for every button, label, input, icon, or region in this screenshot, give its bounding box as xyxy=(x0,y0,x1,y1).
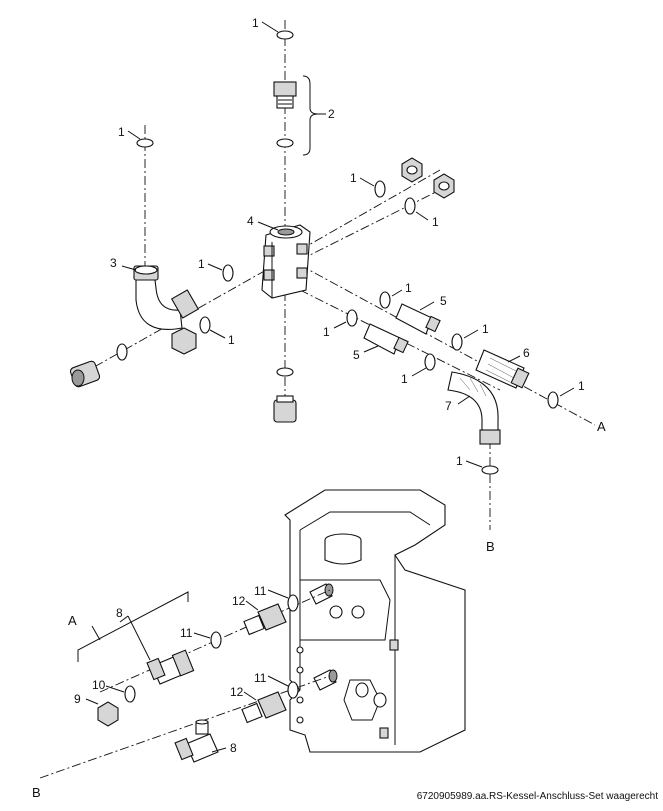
washer-mid-1 xyxy=(379,291,391,309)
part-4-manifold xyxy=(261,224,311,299)
callout-1-mid-a: 1 xyxy=(405,281,412,295)
callout-1-left-top: 1 xyxy=(118,125,125,139)
figure-caption: 6720905989.aa.RS-Kessel-Anschluss-Set wa… xyxy=(417,791,658,802)
callout-11-a: 11 xyxy=(254,584,267,598)
washer-right-end xyxy=(547,391,559,409)
washer-upper xyxy=(276,138,294,148)
callout-12-b: 12 xyxy=(230,685,244,699)
washer-lower xyxy=(276,367,294,377)
callout-5-upper: 5 xyxy=(440,294,447,308)
callout-6: 6 xyxy=(523,346,530,360)
washer-left-top xyxy=(136,138,154,148)
washer-mid-2 xyxy=(346,309,358,327)
callout-12-a: 12 xyxy=(232,594,246,608)
callout-7: 7 xyxy=(445,399,452,413)
callout-11-c: 11 xyxy=(254,671,267,685)
upper-callouts: 1 2 1 1 1 4 1 3 1 1 5 1 1 5 6 1 7 1 1 xyxy=(110,16,585,468)
callout-11-b: 11 xyxy=(180,626,193,640)
boiler-housing xyxy=(284,489,466,753)
washer-b xyxy=(481,465,499,475)
callout-1-mid-d: 1 xyxy=(401,372,408,386)
part-6-filter xyxy=(475,349,530,389)
connection-b-top: B xyxy=(486,539,495,554)
callout-8-top: 8 xyxy=(116,606,123,620)
callout-1-top: 1 xyxy=(252,16,259,30)
hex-nuts-top-right xyxy=(401,157,455,199)
washer-left-2 xyxy=(199,316,211,334)
callout-1-right-a: 1 xyxy=(350,171,357,185)
washer-group xyxy=(116,30,559,475)
bracket-a-8 xyxy=(77,591,189,662)
callout-1-right-b: 1 xyxy=(432,215,439,229)
callout-1-mid-c: 1 xyxy=(482,322,489,336)
callout-2: 2 xyxy=(328,107,335,121)
washer-right-2 xyxy=(404,197,416,215)
part-7-hose xyxy=(447,371,501,445)
callout-10: 10 xyxy=(92,678,106,692)
callout-1-b: 1 xyxy=(456,454,463,468)
lower-callouts: 8 11 12 11 11 12 10 9 8 xyxy=(74,584,289,755)
washer-left-3 xyxy=(116,343,128,361)
washer-mid-3 xyxy=(451,333,463,351)
callout-1-left-low: 1 xyxy=(228,333,235,347)
callout-8-bottom: 8 xyxy=(230,741,237,755)
callout-9: 9 xyxy=(74,692,81,706)
callout-1-left-mid: 1 xyxy=(198,257,205,271)
part-3-elbow xyxy=(133,265,200,330)
washer-left-1 xyxy=(222,264,234,282)
connection-b-bottom: B xyxy=(32,785,41,800)
callout-1-right-end: 1 xyxy=(578,379,585,393)
washer-right-1 xyxy=(374,180,386,198)
part-5-fittings xyxy=(363,303,441,355)
callout-5-lower: 5 xyxy=(353,348,360,362)
caps-and-plugs xyxy=(69,327,297,423)
callout-3: 3 xyxy=(110,256,117,270)
washer-mid-4 xyxy=(424,353,436,371)
connection-a-top: A xyxy=(597,419,606,434)
callout-4: 4 xyxy=(247,214,254,228)
washer-top xyxy=(276,30,294,40)
connection-a-bottom: A xyxy=(68,613,77,628)
upper-centre-lines xyxy=(79,20,596,530)
lower-parts xyxy=(97,594,299,763)
callout-1-mid-b: 1 xyxy=(323,325,330,339)
